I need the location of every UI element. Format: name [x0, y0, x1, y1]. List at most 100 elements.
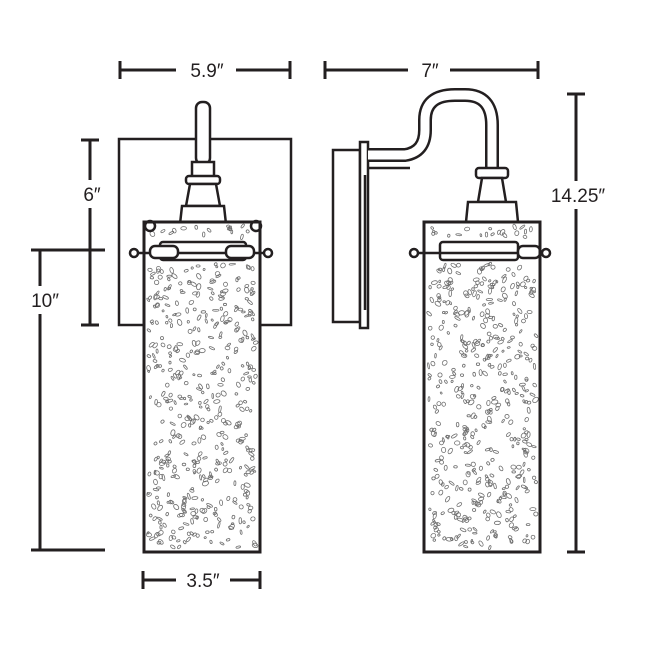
glass-seed-bubble: [202, 231, 206, 238]
glass-seed-bubble: [505, 478, 511, 485]
glass-seed-bubble: [463, 399, 467, 404]
glass-seed-bubble: [486, 461, 491, 466]
glass-seed-bubble: [472, 315, 475, 321]
glass-seed-bubble: [197, 373, 202, 378]
glass-seed-bubble: [232, 497, 238, 502]
glass-seed-bubble: [178, 513, 185, 518]
glass-seed-bubble: [165, 382, 170, 388]
glass-seed-bubble: [182, 497, 187, 503]
glass-seed-bubble: [201, 480, 209, 487]
glass-seed-bubble: [447, 447, 453, 455]
glass-seed-bubble: [484, 474, 489, 479]
glass-seed-bubble: [215, 478, 220, 484]
glass-seed-bubble: [171, 535, 177, 540]
glass-seed-bubble: [441, 447, 447, 453]
glass-seed-bubble: [236, 287, 241, 292]
glass-seed-bubble: [512, 312, 516, 316]
glass-seed-bubble: [488, 545, 492, 550]
glass-seed-bubble: [154, 302, 160, 308]
glass-seed-bubble: [164, 303, 171, 307]
glass-seed-bubble: [434, 473, 440, 479]
glass-seed-bubble: [496, 498, 502, 504]
glass-seed-bubble: [233, 424, 240, 430]
glass-seed-bubble: [178, 281, 183, 286]
glass-seed-bubble: [220, 262, 226, 269]
glass-seed-bubble: [462, 514, 469, 521]
glass-seed-bubble: [475, 480, 482, 485]
side-screw-left: [408, 247, 420, 259]
glass-seed-bubble: [162, 522, 167, 528]
glass-seed-bubble: [210, 371, 217, 376]
glass-seed-bubble: [451, 511, 457, 516]
glass-seed-bubble: [219, 541, 225, 546]
glass-seed-bubble: [467, 306, 471, 313]
glass-seed-bubble: [502, 327, 507, 332]
glass-seed-bubble: [426, 311, 432, 317]
glass-seed-bubble: [238, 337, 244, 343]
glass-seed-bubble: [215, 458, 220, 465]
glass-seed-bubble: [509, 437, 514, 442]
glass-seed-bubble: [493, 520, 501, 526]
glass-seed-bubble: [495, 402, 502, 408]
glass-seed-bubble: [168, 318, 173, 323]
glass-seed-bubble: [455, 485, 459, 492]
glass-seed-bubble: [187, 328, 193, 334]
glass-seed-bubble: [457, 517, 464, 522]
glass-seed-bubble: [436, 401, 442, 407]
glass-seed-bubble: [244, 286, 250, 294]
glass-seed-bubble: [501, 418, 505, 424]
glass-seed-bubble: [234, 321, 240, 327]
glass-seed-bubble: [486, 491, 492, 498]
glass-seed-bubble: [511, 272, 516, 277]
glass-seed-bubble: [527, 400, 532, 405]
glass-seed-bubble: [235, 438, 241, 443]
glass-seed-bubble: [210, 291, 215, 296]
glass-seed-bubble: [229, 457, 235, 464]
glass-seed-bubble: [470, 384, 474, 388]
glass-seed-bubble: [457, 310, 465, 316]
glass-seed-bubble: [472, 290, 477, 298]
glass-seed-bubble: [489, 365, 495, 369]
glass-seed-bubble: [205, 313, 208, 318]
glass-seed-bubble: [192, 469, 197, 474]
overall-height-label: 14.25″: [551, 186, 606, 207]
glass-seed-bubble: [500, 286, 506, 293]
glass-seed-bubble: [533, 511, 539, 517]
glass-seed-bubble: [165, 400, 169, 404]
glass-seed-bubble: [189, 398, 193, 402]
glass-seed-bubble: [222, 434, 229, 440]
glass-seed-bubble: [514, 354, 521, 360]
glass-seed-bubble: [474, 428, 478, 433]
glass-seed-bubble: [166, 344, 172, 350]
glass-seed-bubble: [236, 276, 241, 280]
glass-seed-bubble: [496, 229, 501, 235]
glass-seed-bubble: [501, 487, 506, 490]
glass-seed-bubble: [522, 538, 528, 544]
glass-seed-bubble: [512, 301, 516, 307]
glass-seed-bubble: [454, 386, 460, 393]
glass-seed-bubble: [216, 364, 220, 369]
glass-seed-bubble: [516, 441, 520, 446]
glass-seed-bubble: [498, 496, 503, 500]
glass-seed-bubble: [205, 530, 210, 534]
glass-seed-bubble: [244, 297, 249, 301]
glass-seed-bubble: [450, 287, 454, 291]
glass-seed-bubble: [448, 480, 455, 486]
front-screw-left: [128, 247, 140, 259]
glass-seed-bubble: [470, 412, 476, 419]
glass-seed-bubble: [168, 406, 173, 411]
glass-seed-bubble: [241, 310, 246, 314]
glass-seed-bubble: [447, 507, 455, 513]
glass-seed-bubble: [198, 383, 203, 390]
glass-seed-bubble: [522, 427, 526, 431]
glass-seed-bubble: [217, 517, 222, 522]
glass-seed-bubble: [227, 317, 233, 323]
glass-seed-bubble: [196, 387, 202, 391]
glass-seed-bubble: [456, 512, 462, 518]
glass-seed-bubble: [225, 420, 232, 426]
glass-seed-bubble: [491, 396, 497, 400]
glass-seed-bubble: [517, 349, 523, 354]
glass-seed-bubble: [154, 279, 160, 286]
glass-seed-bubble: [202, 477, 209, 483]
